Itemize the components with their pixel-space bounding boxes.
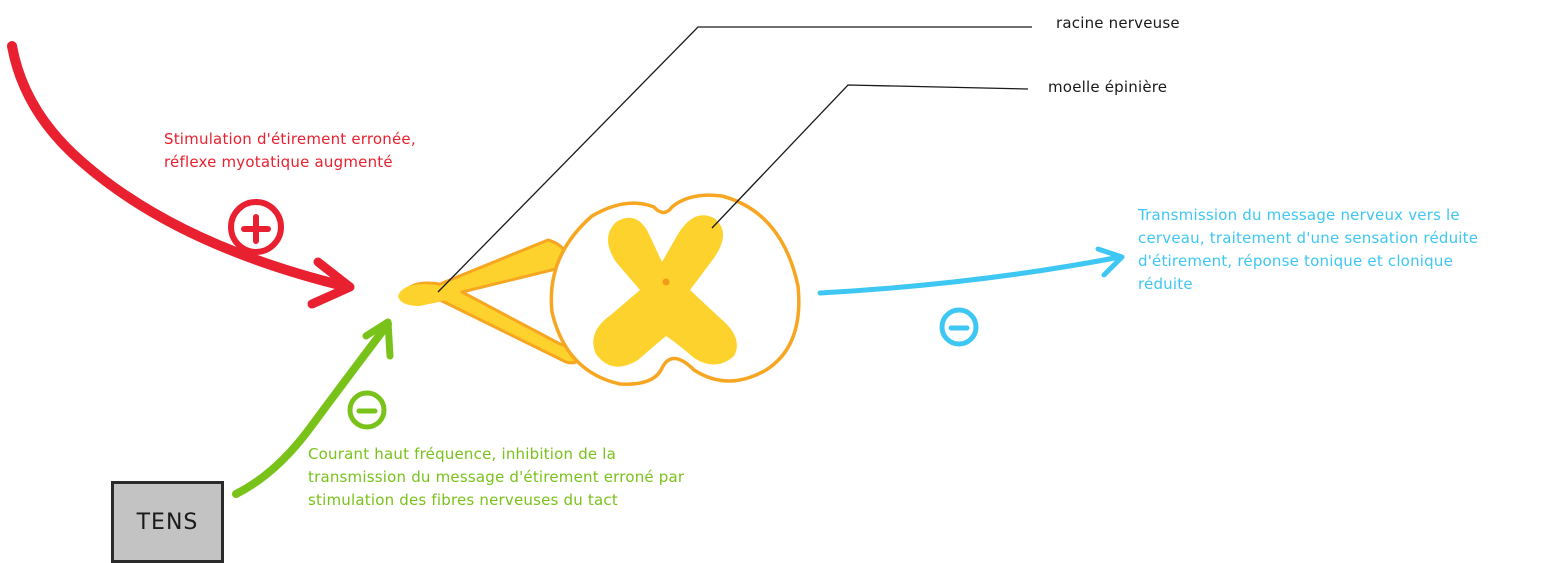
transmission-arrowhead bbox=[1095, 246, 1125, 278]
tens-current-line: transmission du message d'étirement erro… bbox=[308, 468, 685, 486]
transmission-arrow bbox=[817, 254, 1123, 296]
transmission-line: cerveau, traitement d'une sensation rédu… bbox=[1138, 229, 1479, 247]
spinal-cord-leader-line bbox=[711, 84, 1029, 229]
grey-matter bbox=[593, 215, 737, 367]
spinal-cord-label: moelle épinière bbox=[1048, 78, 1168, 96]
nerve-root-tip bbox=[398, 284, 446, 306]
transmission-line: d'étirement, réponse tonique et clonique bbox=[1138, 252, 1453, 270]
tens-device-label: TENS bbox=[136, 509, 199, 535]
central-canal bbox=[662, 278, 670, 286]
stretch-stimulus-line: réflexe myotatique augmenté bbox=[164, 153, 393, 171]
tens-current-arrow bbox=[232, 320, 392, 498]
stretch-stimulus-line: Stimulation d'étirement erronée, bbox=[164, 130, 416, 148]
transmission-text: Transmission du message nerveux vers le … bbox=[1138, 204, 1478, 296]
nerve-root-leader-line bbox=[437, 26, 1032, 293]
stretch-stimulus-arrow bbox=[7, 41, 353, 292]
stretch-stimulus-arrowhead bbox=[307, 257, 355, 309]
transmission-line: Transmission du message nerveux vers le bbox=[1138, 206, 1460, 224]
tens-minus-sign bbox=[347, 390, 387, 430]
tens-current-line: Courant haut fréquence, inhibition de la bbox=[308, 445, 617, 463]
nerve-root-label: racine nerveuse bbox=[1056, 14, 1180, 32]
tens-current-arrowhead bbox=[362, 318, 394, 360]
transmission-minus-sign bbox=[939, 307, 979, 347]
stretch-plus-sign bbox=[228, 199, 284, 255]
tens-current-text: Courant haut fréquence, inhibition de la… bbox=[308, 443, 684, 512]
transmission-line: réduite bbox=[1138, 275, 1193, 293]
stretch-stimulus-text: Stimulation d'étirement erronée, réflexe… bbox=[164, 128, 416, 174]
tens-device: TENS bbox=[111, 481, 224, 563]
tens-current-line: stimulation des fibres nerveuses du tact bbox=[308, 491, 618, 509]
